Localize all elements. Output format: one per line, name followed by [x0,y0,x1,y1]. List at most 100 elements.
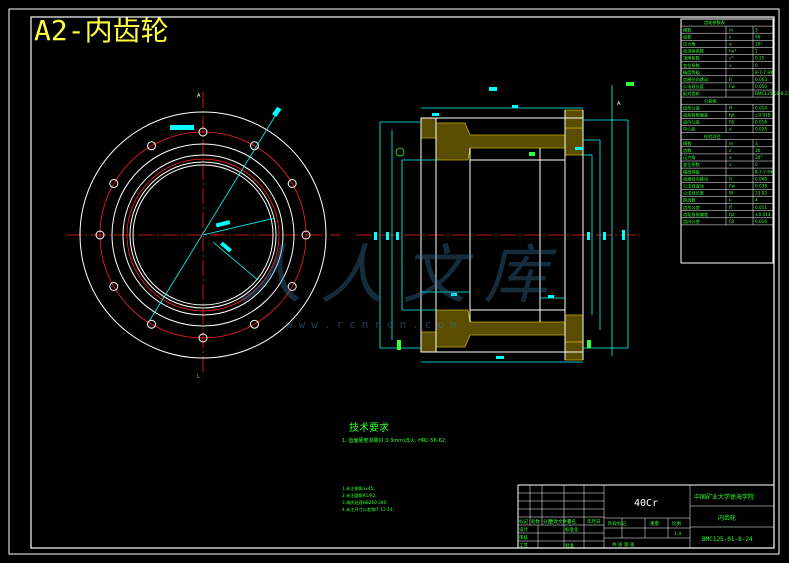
tooth-root-circle [129,161,277,309]
param-name: 顶隙系数 [683,55,701,62]
inner-bore-circle [132,164,274,306]
label-mark: 标记 [519,518,528,525]
param-symbol: k [729,198,732,203]
inner-frame [30,16,775,549]
param-value: ±0.014 [755,212,771,217]
outer-border [8,8,780,555]
param-name: 齿距极限偏差 [683,211,708,218]
param-value: 1 [755,49,758,54]
param-value: 3 [755,27,758,32]
param-symbol: z [729,34,732,39]
param-value: 0.014 [755,105,767,110]
label-sign: 签名 [567,518,576,525]
param-value: ±0.018 [755,113,771,118]
tech-small-note: 4.未注尺寸公差按IT 12-14; [342,506,394,513]
param-name: 跨齿数 [683,197,696,204]
technical-requirements: 技术要求 1. 齿面硬度渗碳(0.3-3mm)淬火, HRC-56-62; 1.… [342,421,447,513]
param-value: 0.050 [755,84,767,89]
param-value: 8-7-7 HK [755,169,773,174]
param-symbol: Fw [729,184,735,189]
tech-small-note: 2.未注圆角R1/R2; [342,492,377,499]
param-value: 20° [755,155,762,160]
label-stage: 阶段标记 [608,520,626,527]
param-value: 0.063 [755,77,767,82]
param-symbol: x [729,63,732,68]
hub-circle-2 [122,154,284,316]
param-section-heading: 公差组 [704,97,717,103]
param-value: 0.25 [755,56,765,61]
label-process: 工艺 [519,543,528,549]
svg-text:L: L [197,374,200,380]
param-value: 30 [755,148,761,153]
param-value: 0.016 [755,219,767,224]
front-view-gear: A L [66,92,340,380]
param-name: 齿形公差 [683,204,700,211]
label-zone: 分区 [543,518,552,525]
param-value: 0 [755,63,758,68]
upper-hatch [420,109,584,161]
tech-line-1: 1. 齿面硬度渗碳(0.3-3mm)淬火, HRC-56-62; [342,437,447,444]
param-name: 压力角 [683,41,696,48]
param-name: 变位系数 [683,161,701,168]
param-name: 公法线变动 [683,183,704,190]
param-name: 模数 [683,140,692,147]
param-name: 压力角 [683,154,696,161]
param-symbol: α [729,42,732,47]
param-symbol: Fr [729,77,733,82]
param-value: 0.025 [755,127,767,132]
param-name: 精度等级 [683,69,701,76]
scale-value: 1:4 [674,531,681,537]
param-value: 0.040 [755,176,767,181]
param-name: 齿数 [683,33,692,40]
sheet-title: A2-内齿轮 [34,14,169,47]
param-name: 公法线长度 [683,83,705,90]
label-weight: 重量 [650,520,659,527]
param-symbol: Fr [729,176,733,181]
part-name-label: 内齿轮 [718,514,736,522]
bolt-holes [95,127,311,343]
hub-circle-1 [111,143,295,327]
param-value: 20° [755,42,762,47]
param-value: 0 [755,162,758,167]
param-name: 齿距极限偏差 [683,112,708,119]
param-name: 中心距 [683,126,696,133]
svg-text:A: A [197,93,201,99]
param-value: 23.02 [755,191,767,196]
param-symbol: a [729,127,732,132]
param-name: 齿向公差 [683,119,700,126]
param-symbol: Fw [729,84,735,89]
sheet-count: 共 张 第 张 [612,541,635,548]
param-name: 公法线长度 [683,190,705,197]
svg-text:A: A [617,101,621,107]
param-symbol: Fβ [729,120,734,125]
watermark-text: 人人文库 [238,239,566,313]
label-standard: 标准化 [565,526,579,533]
label-approve: 批准 [565,542,574,549]
label-count: 处数 [531,518,540,525]
tech-small-note: 1.未注倒角1x45; [342,485,375,492]
param-symbol: W [729,191,733,196]
param-symbol: x [729,162,732,167]
param-value: 0.036 [755,184,767,189]
param-symbol: c* [729,56,733,61]
param-value: 96 [755,34,761,39]
drawing-number-label: BMC125-01-8-24 [702,536,753,543]
param-symbol: ff [729,105,732,110]
label-scale: 比例 [672,520,681,527]
diameter-leader [149,107,281,321]
param-name: 变位系数 [683,62,701,69]
param-name: 配对齿轮 [683,90,701,97]
label-review: 审核 [519,534,528,541]
radius-leader [202,217,276,236]
param-section-heading: 检验项目 [704,133,721,140]
param-value: 4 [755,198,758,203]
param-symbol: fpt [729,113,735,118]
label-design: 设计 [519,526,528,533]
tech-heading: 技术要求 [349,421,389,434]
param-name: 齿顶高系数 [683,48,705,55]
param-symbol: z [729,148,732,153]
param-name: 齿圈径向跳动 [683,175,708,182]
label-doc: 更改文件号 [549,518,572,525]
param-value: 8-7-7 HK [755,70,773,75]
param-symbol: ff [729,205,732,210]
